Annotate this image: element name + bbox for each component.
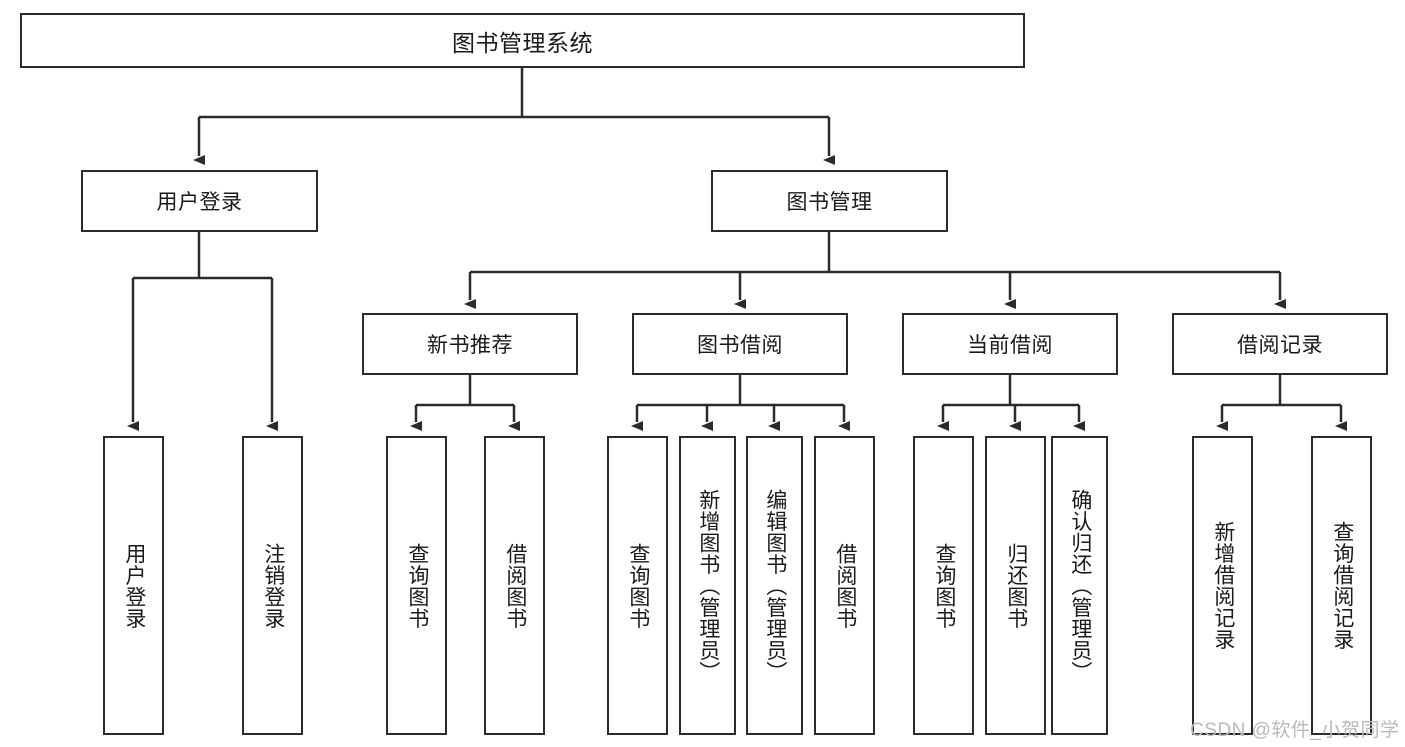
leaf-query-book-borrow[interactable]: 查询图书 <box>607 436 668 735</box>
leaf-query-book-newbook-label: 查询图书 <box>405 542 429 629</box>
leaf-logout-label: 注销登录 <box>261 542 285 629</box>
node-current-borrow[interactable]: 当前借阅 <box>902 313 1118 375</box>
node-current-borrow-label: 当前借阅 <box>967 334 1053 357</box>
leaf-logout[interactable]: 注销登录 <box>242 436 303 735</box>
node-borrow-records-label: 借阅记录 <box>1237 334 1323 357</box>
leaf-user-login-label: 用户登录 <box>122 542 146 629</box>
node-borrow-records[interactable]: 借阅记录 <box>1172 313 1388 375</box>
leaf-borrow-book[interactable]: 借阅图书 <box>814 436 875 735</box>
leaf-borrow-book-newbook[interactable]: 借阅图书 <box>484 436 545 735</box>
leaf-edit-book-admin[interactable]: 编辑图书（管理员） <box>746 436 803 735</box>
csdn-watermark: CSDN @软件_小贺同学 <box>1190 720 1400 741</box>
leaf-borrow-book-newbook-label: 借阅图书 <box>503 542 527 629</box>
leaf-add-borrow-record[interactable]: 新增借阅记录 <box>1192 436 1253 735</box>
leaf-add-book-admin-label: 新增图书（管理员） <box>696 488 720 683</box>
leaf-confirm-return-admin-label: 确认归还（管理员） <box>1068 488 1092 683</box>
leaf-confirm-return-admin[interactable]: 确认归还（管理员） <box>1051 436 1108 735</box>
leaf-add-book-admin[interactable]: 新增图书（管理员） <box>679 436 736 735</box>
node-new-book-recommend[interactable]: 新书推荐 <box>362 313 578 375</box>
leaf-query-borrow-record-label: 查询借阅记录 <box>1330 521 1354 650</box>
leaf-query-book-current-label: 查询图书 <box>932 542 956 629</box>
leaf-query-book-current[interactable]: 查询图书 <box>913 436 974 735</box>
leaf-query-borrow-record[interactable]: 查询借阅记录 <box>1311 436 1372 735</box>
leaf-edit-book-admin-label: 编辑图书（管理员） <box>763 488 787 683</box>
node-book-borrow[interactable]: 图书借阅 <box>632 313 848 375</box>
node-root-label: 图书管理系统 <box>452 29 593 56</box>
leaf-return-book-label: 归还图书 <box>1004 542 1028 629</box>
leaf-query-book-borrow-label: 查询图书 <box>626 542 650 629</box>
node-book-management-label: 图书管理 <box>786 191 873 214</box>
leaf-return-book[interactable]: 归还图书 <box>985 436 1046 735</box>
leaf-add-borrow-record-label: 新增借阅记录 <box>1211 521 1235 650</box>
node-user-login[interactable]: 用户登录 <box>81 170 318 232</box>
node-user-login-label: 用户登录 <box>156 191 243 214</box>
node-book-management[interactable]: 图书管理 <box>711 170 948 232</box>
node-new-book-recommend-label: 新书推荐 <box>427 334 513 357</box>
node-root[interactable]: 图书管理系统 <box>20 13 1025 68</box>
node-book-borrow-label: 图书借阅 <box>697 334 783 357</box>
leaf-borrow-book-label: 借阅图书 <box>833 542 857 629</box>
leaf-user-login[interactable]: 用户登录 <box>103 436 164 735</box>
leaf-query-book-newbook[interactable]: 查询图书 <box>386 436 447 735</box>
